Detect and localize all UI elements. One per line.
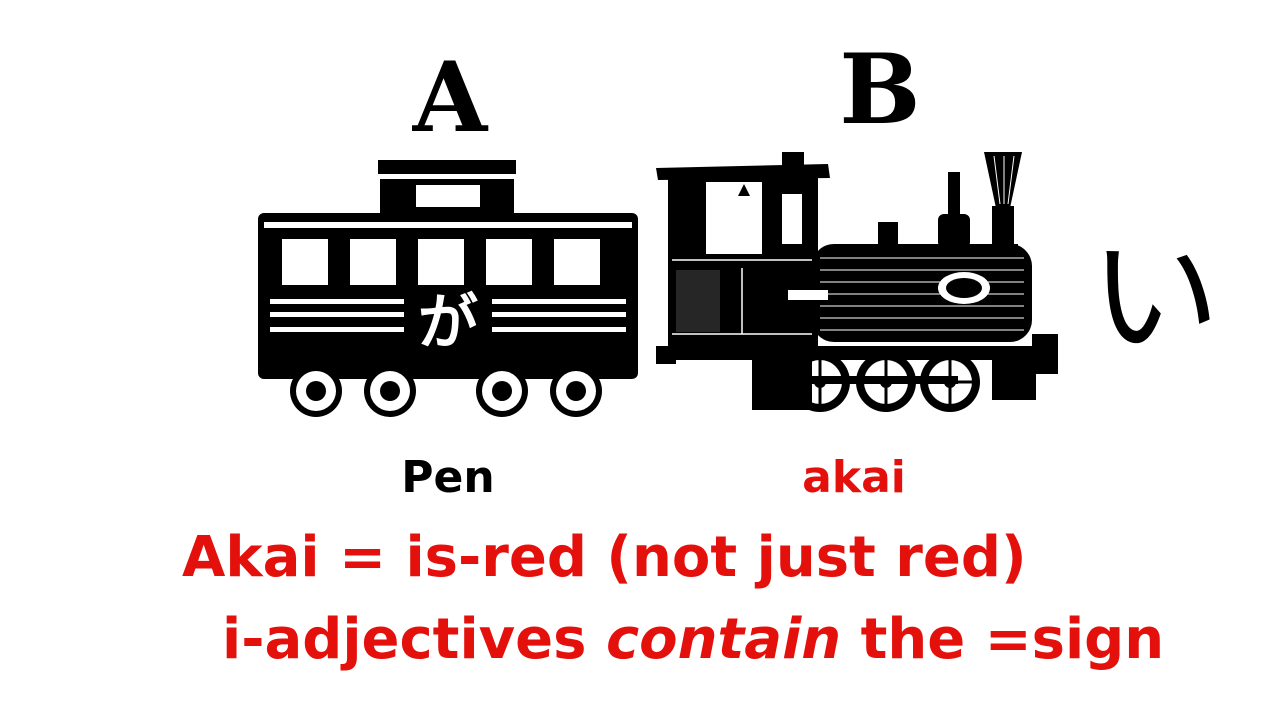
- explanation-line-1: Akai = is-red (not just red): [182, 525, 1027, 590]
- hiragana-i: い: [1090, 221, 1221, 373]
- label-a: A: [412, 41, 488, 154]
- line2-prefix: i-adjectives: [222, 607, 606, 672]
- word-b: akai: [802, 452, 906, 503]
- line2-suffix: the =sign: [841, 607, 1165, 672]
- label-b: B: [839, 33, 921, 146]
- word-a: Pen: [401, 452, 495, 503]
- steam-locomotive-illustration: [652, 148, 1062, 418]
- explanation-line-2: i-adjectives contain the =sign: [222, 612, 1164, 668]
- train-car-icon: が: [256, 155, 640, 425]
- particle-ga: が: [418, 288, 478, 358]
- line2-emphasis: contain: [605, 607, 842, 672]
